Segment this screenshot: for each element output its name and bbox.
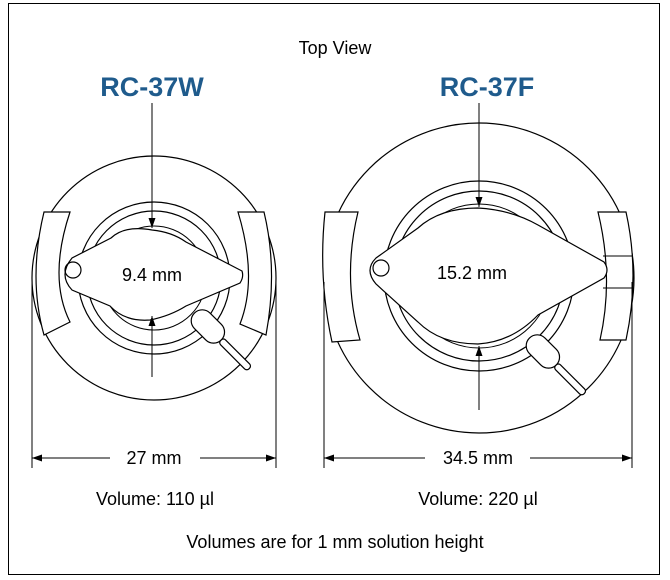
suction-tube [525, 334, 587, 396]
diagram-frame [8, 3, 660, 575]
inner-dimension-rc-37f: 15.2 mm [437, 263, 507, 283]
suction-tube [190, 309, 252, 371]
chamber-rc-37w: RC-37W 9.4 mm 27 mm Volume: 110 µl [31, 72, 277, 509]
inner-dimension-rc-37w: 9.4 mm [122, 265, 182, 285]
volume-rc-37f: Volume: 220 µl [418, 489, 537, 509]
volume-rc-37w: Volume: 110 µl [96, 489, 214, 509]
chamber-rc-37f: RC-37F 15.2 mm 34.5 mm Volume: [322, 72, 635, 509]
outer-dimension-rc-37w: 27 mm [126, 448, 181, 468]
port-hole [372, 259, 390, 277]
left-cutout [35, 211, 71, 336]
bath-insert [369, 207, 608, 345]
outer-dimension-rc-37f: 34.5 mm [443, 448, 513, 468]
left-cutout [322, 211, 361, 343]
view-title: Top View [299, 38, 373, 58]
model-label-rc-37w: RC-37W [100, 72, 204, 102]
bath-insert [64, 228, 244, 321]
footnote: Volumes are for 1 mm solution height [186, 532, 483, 552]
model-label-rc-37f: RC-37F [440, 72, 535, 102]
outer-circle [31, 155, 277, 401]
right-cutout [237, 211, 273, 336]
port-hole [64, 261, 82, 279]
